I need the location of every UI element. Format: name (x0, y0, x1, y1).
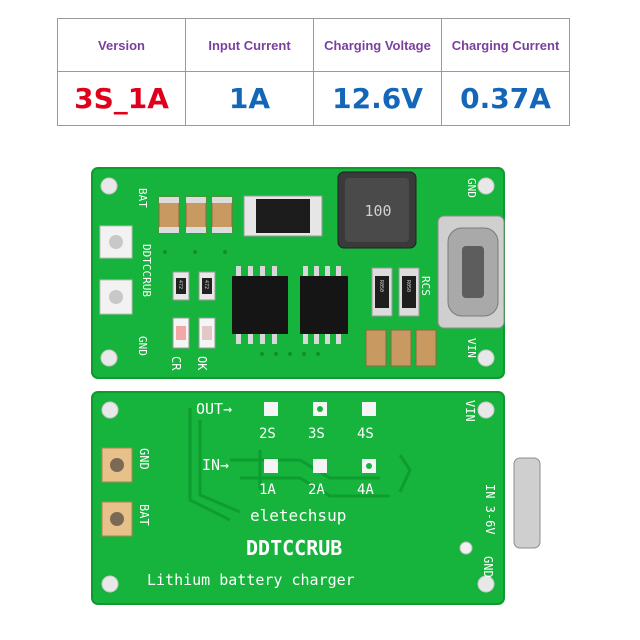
in-range-label: IN 3-6V (483, 484, 497, 535)
bottom-vin-label: VIN (463, 400, 477, 422)
charger-ic (232, 266, 288, 344)
mount-hole (100, 349, 118, 367)
top-board: 100 (91, 167, 505, 379)
cap-end (212, 197, 232, 203)
bottom-board: OUT→ IN→ 2S 3S 4S 1A 2A 4A eletechsup DD… (91, 391, 541, 605)
cap-end (159, 227, 179, 233)
inductor-label: 100 (364, 202, 391, 220)
pad-hole (109, 290, 123, 304)
bottom-model-label: DDTCCRUB (246, 536, 342, 560)
led-lens (202, 326, 212, 340)
pad-dot (366, 463, 372, 469)
vias (163, 250, 320, 356)
pad-hole (110, 512, 124, 526)
in-label: IN→ (202, 456, 229, 474)
cap-end (212, 227, 232, 233)
brand-label: eletechsup (250, 506, 346, 525)
cr-label: CR (169, 356, 183, 371)
header-input-current: Input Current (185, 18, 314, 72)
bottom-pcb (91, 391, 505, 605)
bat-pad (99, 225, 133, 259)
mount-hole (477, 349, 495, 367)
r050-label-b: R050 (405, 280, 411, 292)
value-charging-voltage: 12.6V (313, 71, 442, 126)
resistor-body (202, 278, 212, 294)
mosfet-ic (300, 266, 348, 344)
bottom-bat-label: BAT (137, 504, 151, 526)
ok-label: OK (195, 356, 209, 371)
pad-hole (109, 235, 123, 249)
capacitor (365, 329, 387, 367)
selector-pads (264, 402, 376, 473)
bottom-gnd-right-label: GND (481, 556, 495, 578)
top-gnd-left-label: GND (136, 336, 149, 356)
ic-body (232, 276, 288, 334)
diode (256, 199, 310, 233)
opt-2s: 2S (259, 426, 276, 442)
top-model-label: DDTCCRUB (140, 244, 153, 297)
cap-end (159, 197, 179, 203)
usb-c-tongue (462, 246, 484, 298)
opt-1a: 1A (259, 482, 276, 498)
usb-c-side (513, 457, 541, 549)
led-lens (176, 326, 186, 340)
resistor-body (402, 276, 416, 308)
top-gnd-right-label: GND (465, 178, 478, 198)
ic-pins (236, 266, 277, 344)
top-bat-label: BAT (136, 188, 149, 208)
opt-4s: 4S (357, 426, 374, 442)
value-input-current: 1A (185, 71, 314, 126)
cap-end (186, 197, 206, 203)
opt-4a: 4A (357, 482, 374, 498)
gnd-pad (99, 279, 133, 315)
header-version: Version (57, 18, 186, 72)
ic-body (300, 276, 348, 334)
header-charging-current: Charging Current (441, 18, 570, 72)
pad-hole (110, 458, 124, 472)
bottom-gnd-left-label: GND (137, 448, 151, 470)
res-label-a: 472 (177, 280, 183, 289)
value-charging-current: 0.37A (441, 71, 570, 126)
res-label-b: 472 (203, 280, 209, 289)
resistor-body (176, 278, 186, 294)
spec-header-row: Version Input Current Charging Voltage C… (57, 18, 570, 72)
via-pad (459, 541, 473, 555)
spec-table: Version Input Current Charging Voltage C… (57, 18, 570, 126)
mount-hole (101, 401, 119, 419)
rcs-label: RCS (419, 276, 432, 296)
mount-hole (100, 177, 118, 195)
out-label: OUT→ (196, 400, 232, 418)
opt-3s: 3S (308, 426, 325, 442)
capacitor (390, 329, 412, 367)
pad-dot (317, 406, 323, 412)
mount-hole (477, 575, 495, 593)
mount-hole (477, 177, 495, 195)
inductor-core (345, 178, 409, 242)
capacitor (415, 329, 437, 367)
mount-hole (477, 401, 495, 419)
charger-label: Lithium battery charger (147, 571, 355, 589)
spec-value-row: 3S_1A 1A 12.6V 0.37A (57, 71, 570, 126)
ic-pins (303, 266, 341, 344)
r050-label-a: R050 (378, 280, 384, 292)
resistor-body (375, 276, 389, 308)
opt-2a: 2A (308, 482, 325, 498)
cap-end (186, 227, 206, 233)
top-vin-label: VIN (465, 338, 478, 358)
mount-hole (101, 575, 119, 593)
